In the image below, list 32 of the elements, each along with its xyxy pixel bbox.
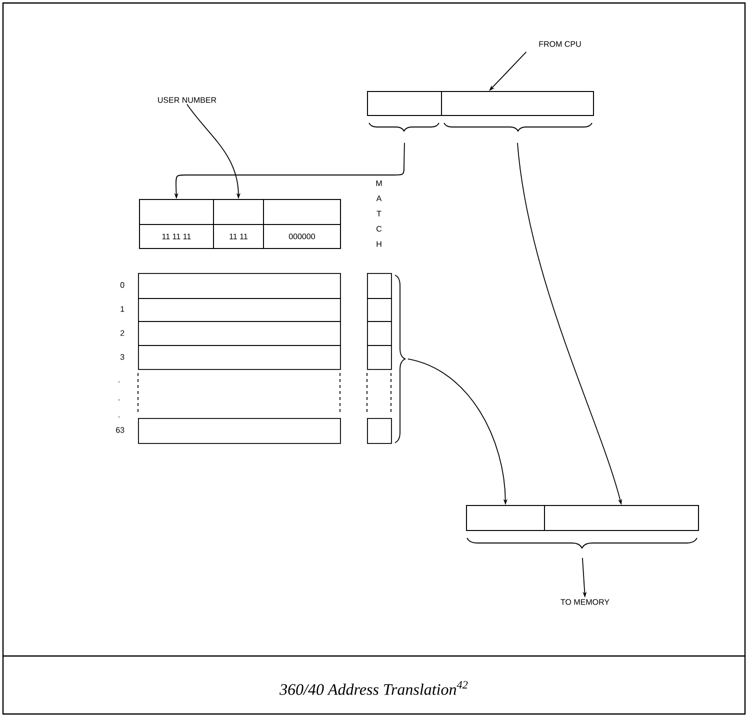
caption: 360/40 Address Translation$^{42}$ <box>280 681 468 695</box>
table-row <box>138 418 341 444</box>
register-field: 000000 <box>263 224 341 249</box>
match-box <box>367 418 392 444</box>
row-number: 0 <box>120 282 124 288</box>
table-row <box>138 273 341 299</box>
table-row <box>138 298 341 322</box>
register-field <box>213 199 264 225</box>
register-field: 11 11 11 <box>139 224 214 249</box>
caption-text: TO MEMORY <box>560 599 610 605</box>
match-box <box>367 345 392 370</box>
match-box <box>367 298 392 322</box>
match-box <box>367 273 392 299</box>
vertical-label: MATCH <box>376 180 382 247</box>
register-field <box>441 91 594 116</box>
row-number: 63 <box>116 427 124 433</box>
row-number: 2 <box>120 330 124 336</box>
match-box <box>367 321 392 346</box>
brace <box>394 274 406 444</box>
row-number: 3 <box>120 354 124 360</box>
register-field <box>263 199 341 225</box>
table-row <box>138 345 341 370</box>
caption-text: USER NUMBER <box>158 97 216 103</box>
register-field <box>367 91 442 116</box>
ellipsis-dot: . <box>118 416 120 418</box>
register-field: 11 11 <box>213 224 264 249</box>
table-row <box>138 321 341 346</box>
register-field <box>466 505 545 531</box>
row-number: 1 <box>120 306 124 312</box>
register-field <box>139 199 214 225</box>
register-field <box>544 505 699 531</box>
caption-text: FROM CPU <box>539 41 581 47</box>
